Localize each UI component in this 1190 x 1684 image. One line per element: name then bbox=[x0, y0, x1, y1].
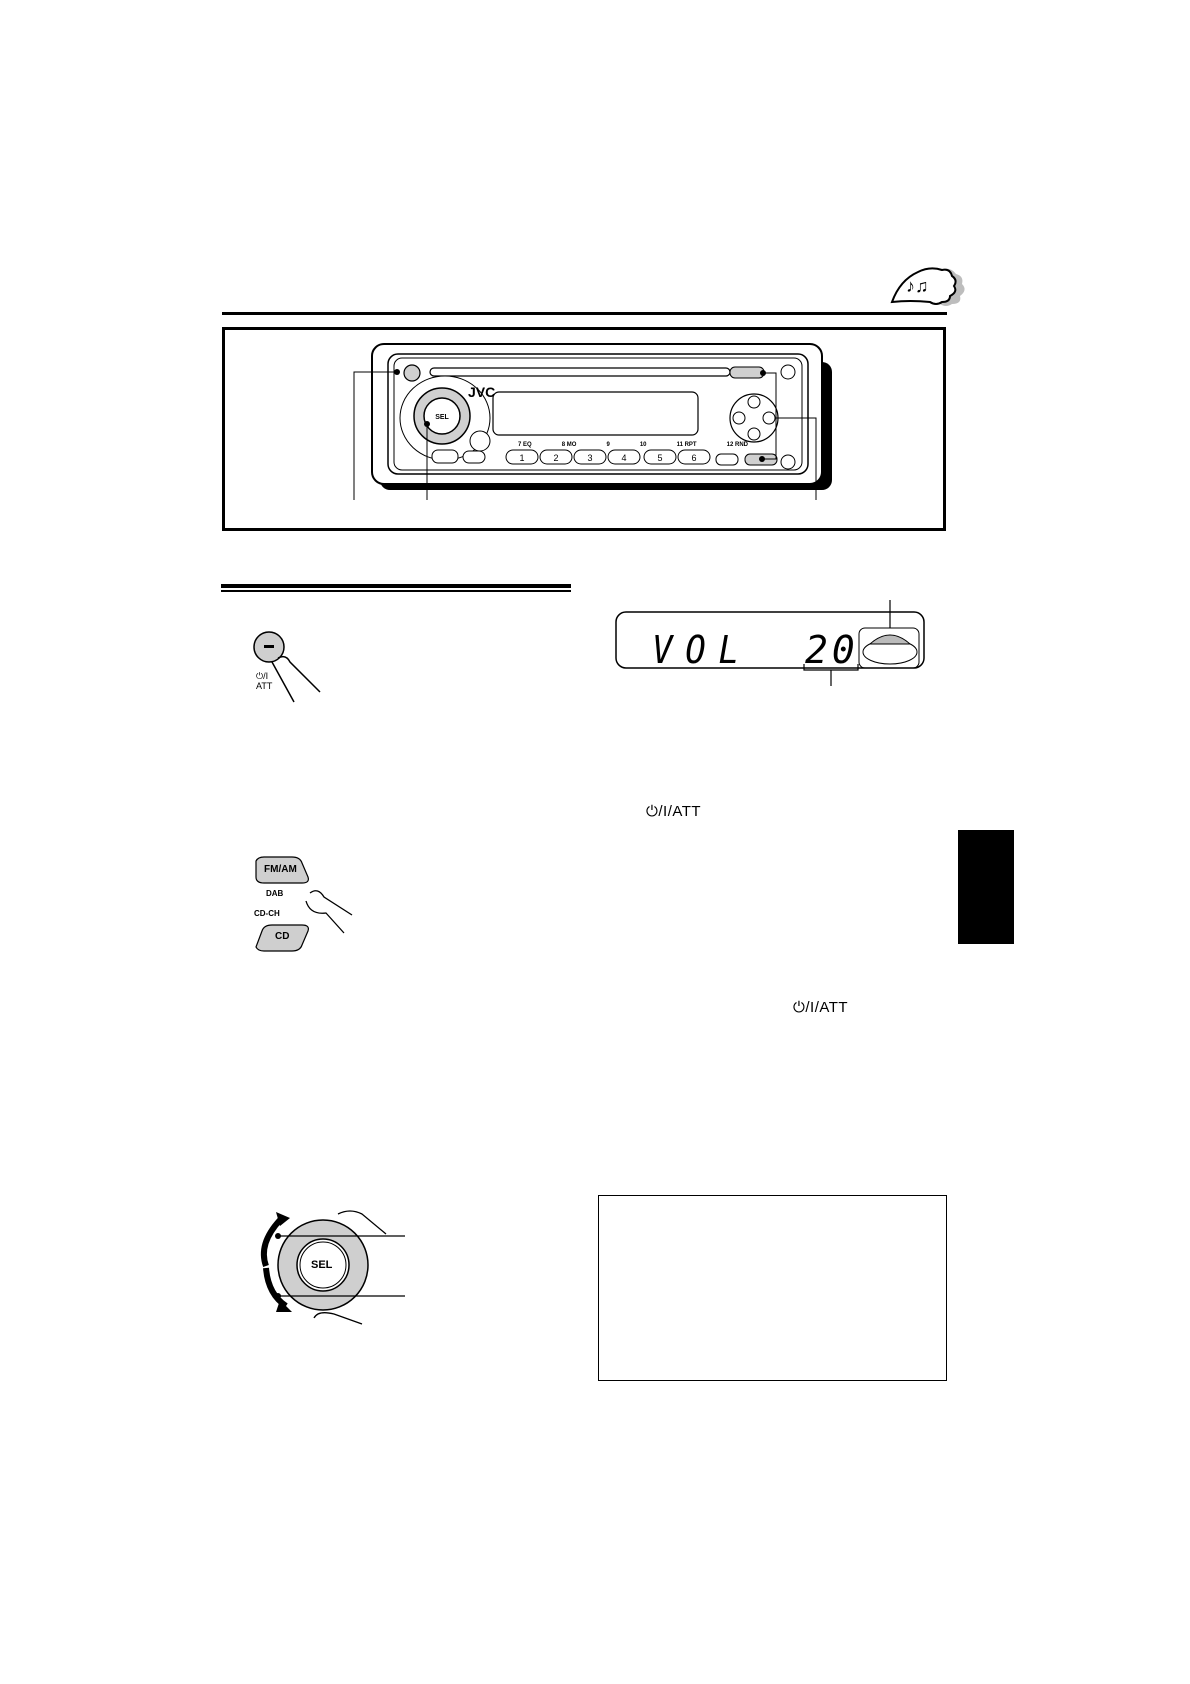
section-heading-rule bbox=[221, 584, 571, 588]
stereo-faceplate: SEL JVC 1 2 3 4 5 6 bbox=[350, 340, 850, 500]
sel-knob-label: SEL bbox=[435, 414, 449, 421]
preset-label-12: 12 RND bbox=[726, 442, 748, 448]
preset-label-7: 7 EQ bbox=[518, 442, 532, 448]
power-att-label: ⏻/I ATT bbox=[256, 671, 272, 691]
header-rule bbox=[222, 312, 947, 315]
svg-text:1: 1 bbox=[519, 453, 524, 463]
svg-text:6: 6 bbox=[691, 453, 696, 463]
cd-ch-label: CD-CH bbox=[254, 909, 280, 918]
preset-sub-labels: 7 EQ 8 MO 9 10 11 RPT 12 RND bbox=[518, 442, 748, 448]
svg-text:3: 3 bbox=[587, 453, 592, 463]
fm-am-button-label: FM/AM bbox=[264, 864, 297, 875]
source-buttons-illustration bbox=[250, 855, 360, 955]
power-att-button-illustration bbox=[250, 630, 340, 710]
display-volume-value: 20 bbox=[805, 628, 859, 672]
svg-text:4: 4 bbox=[621, 453, 626, 463]
stereo-illustration-frame bbox=[222, 327, 946, 531]
music-notes-cloud-icon: ♪♫ bbox=[888, 262, 968, 308]
section-heading-rule-thin bbox=[221, 590, 571, 592]
sel-knob-illustration bbox=[250, 1200, 410, 1330]
svg-text:5: 5 bbox=[657, 453, 662, 463]
svg-text:♪♫: ♪♫ bbox=[906, 276, 929, 296]
display-text: VOL bbox=[652, 628, 752, 672]
cd-button-label: CD bbox=[275, 931, 290, 942]
sel-knob-text: SEL bbox=[311, 1259, 333, 1271]
brand-logo: JVC bbox=[468, 384, 495, 400]
volume-display bbox=[612, 600, 934, 690]
svg-text:2: 2 bbox=[553, 453, 558, 463]
att-reference-1: ⏻/I/ATT bbox=[646, 803, 702, 820]
dab-label: DAB bbox=[266, 889, 284, 898]
att-reference-2: ⏻/I/ATT bbox=[793, 999, 849, 1016]
preset-label-10: 10 bbox=[639, 442, 647, 448]
att-label: ATT bbox=[256, 681, 273, 691]
note-box bbox=[598, 1195, 947, 1381]
preset-label-11: 11 RPT bbox=[676, 442, 697, 448]
preset-label-9: 9 bbox=[606, 442, 610, 448]
language-tab bbox=[958, 830, 1014, 944]
power-symbol-label: ⏻/I bbox=[256, 671, 269, 681]
preset-label-8: 8 MO bbox=[561, 442, 577, 448]
